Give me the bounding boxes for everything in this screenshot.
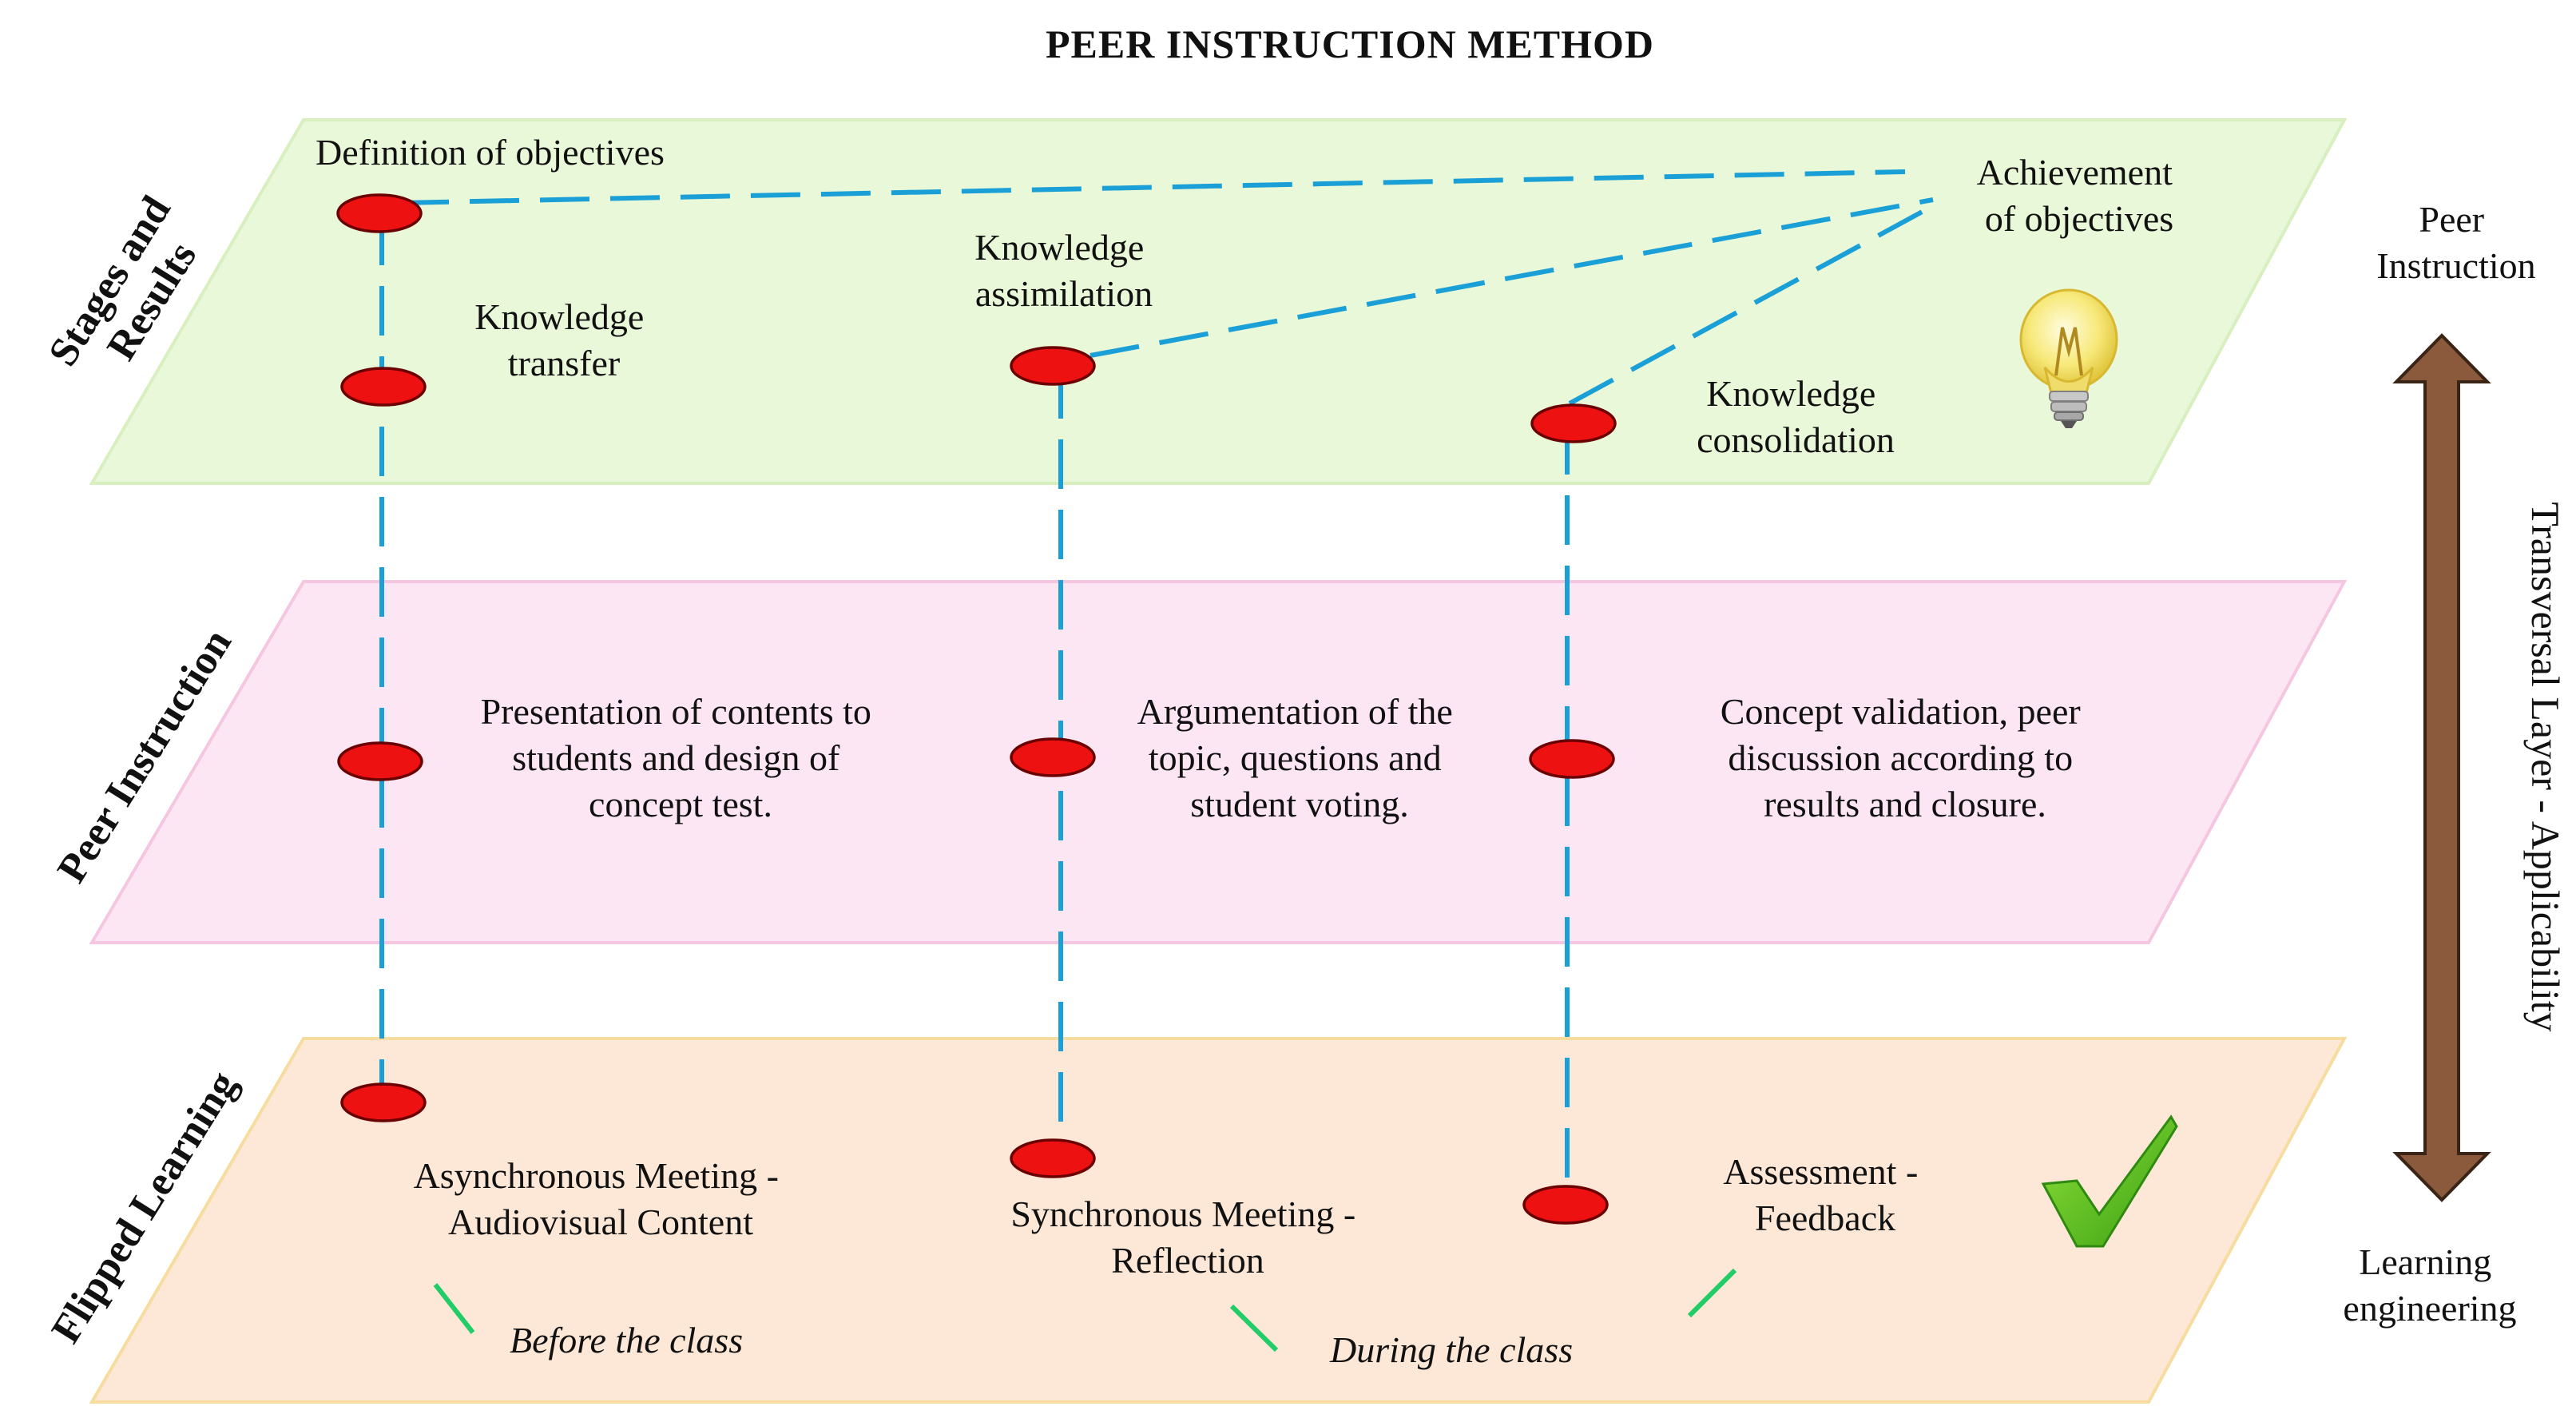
transversal-layer-label: Transversal Layer - Applicability [2523,502,2568,1031]
node-assessment [1522,1185,1609,1225]
axis-bottom-label: Learning engineering [2343,1241,2516,1329]
during-class-label: During the class [1329,1329,1573,1370]
axis-top-label: Peer Instruction [2376,199,2535,286]
peer-layer-plane [89,580,2348,944]
transversal-double-arrow [2392,333,2491,1202]
asynchronous-label: Asynchronous Meeting - Audiovisual Conte… [414,1155,788,1242]
node-asynchronous [340,1082,427,1122]
node-assimilation [1010,346,1096,386]
during-class-tick-right [1687,1268,1737,1318]
before-class-label: Before the class [510,1320,743,1360]
synchronous-label: Synchronous Meeting - Reflection [1010,1194,1364,1281]
diagram-title: PEER INSTRUCTION METHOD [1046,22,1654,66]
presentation-label: Presentation of contents to students and… [481,691,881,824]
consolidation-label: Knowledge consolidation [1697,373,1895,460]
transfer-label: Knowledge transfer [474,296,653,383]
node-validation [1529,739,1615,779]
node-presentation [337,741,423,781]
flipped-layer-plane [89,1037,2348,1404]
during-class-tick-left [1229,1304,1279,1353]
connector-lines [379,169,1939,1202]
connector-assimilation-achievement [1090,197,1934,358]
validation-label: Concept validation, peer discussion acco… [1721,691,2090,824]
node-transfer [340,367,427,407]
node-definition [336,193,423,233]
argumentation-label: Argumentation of the topic, questions an… [1137,691,1463,824]
checkmark-icon [2041,1114,2178,1248]
assimilation-label: Knowledge assimilation [974,227,1153,314]
before-class-tick [433,1283,475,1334]
assessment-label: Assessment - Feedback [1723,1151,1927,1238]
achievement-label: Achievement of objectives [1977,152,2182,239]
node-consolidation [1530,403,1617,443]
definition-label: Definition of objectives [316,132,665,173]
node-argumentation [1010,737,1096,777]
connector-definition-achievement [399,169,1906,205]
stages-layer-plane [89,118,2348,485]
node-synchronous [1010,1138,1096,1178]
lightbulb-icon [2019,288,2118,428]
